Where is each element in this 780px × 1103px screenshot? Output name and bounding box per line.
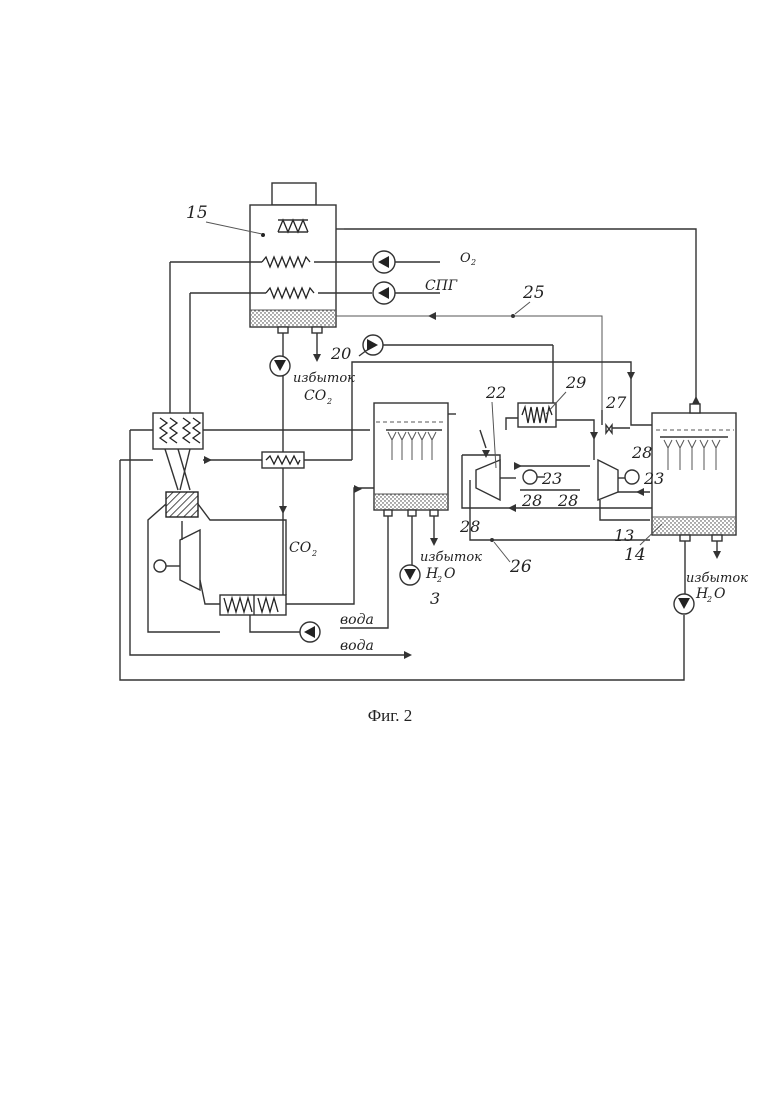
label-28-mid2: 28 — [557, 491, 578, 510]
label-28-left: 28 — [459, 517, 480, 536]
label-26: 26 — [509, 557, 532, 577]
label-excess-2: избыток — [420, 550, 482, 565]
label-h2o-b-o: O — [714, 586, 726, 602]
label-lng: СПГ — [425, 278, 458, 294]
label-29: 29 — [565, 373, 586, 392]
co2-excess-pump — [270, 333, 290, 376]
label-h2o-b-sub: 2 — [706, 595, 712, 604]
label-25: 25 — [522, 283, 545, 303]
label-13: 13 — [614, 526, 634, 545]
label-14: 14 — [624, 545, 646, 565]
label-3: 3 — [430, 589, 440, 608]
label-23-left: 23 — [541, 469, 562, 488]
label-27: 27 — [605, 393, 627, 412]
label-co2-a-sub: 2 — [326, 397, 332, 406]
label-23-right: 23 — [643, 469, 664, 488]
heat-exchanger-left — [153, 413, 203, 449]
label-28-right: 28 — [631, 443, 652, 462]
co2-heat-exchanger — [262, 376, 352, 595]
label-excess-1: избыток — [293, 371, 355, 386]
label-h2o-a-sub: 2 — [436, 575, 442, 584]
label-water-1: вода — [340, 612, 374, 628]
label-co2-a: CO — [304, 388, 327, 404]
heater-29 — [518, 403, 594, 430]
label-28-mid: 28 — [521, 491, 542, 510]
label-water-2: вода — [340, 638, 374, 654]
label-excess-3: избыток — [686, 571, 748, 586]
label-co2-b: CO — [289, 540, 312, 556]
label-co2-b-sub: 2 — [311, 549, 317, 558]
label-22: 22 — [485, 383, 506, 402]
figure-caption: Фиг. 2 — [0, 706, 780, 726]
label-h2o-a-o: O — [444, 566, 456, 582]
label-20: 20 — [330, 344, 351, 363]
label-o2-sub: 2 — [470, 258, 476, 267]
label-15: 15 — [186, 203, 208, 223]
label-o2: O — [460, 251, 471, 266]
